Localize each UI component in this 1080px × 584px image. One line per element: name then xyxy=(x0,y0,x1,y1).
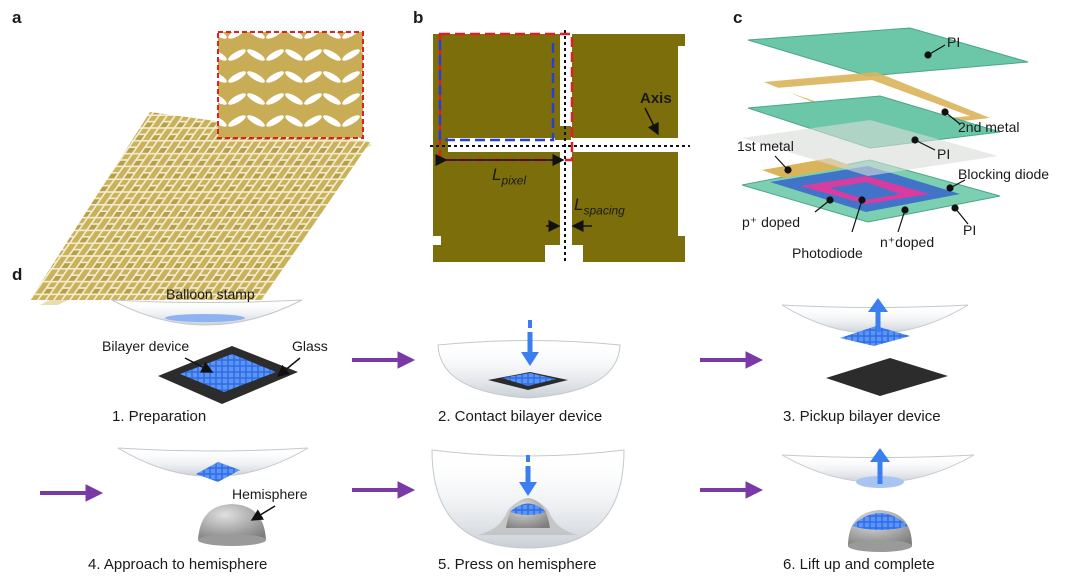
layer-label-n-doped: n⁺doped xyxy=(880,234,935,250)
panel-label-c: c xyxy=(733,8,743,27)
panel-c-leaders xyxy=(774,44,969,233)
panel-b-pixel-layout xyxy=(430,30,690,262)
hemisphere-label: Hemisphere xyxy=(232,486,308,502)
bilayer-device-label: Bilayer device xyxy=(102,338,190,354)
l-pixel-main: L xyxy=(492,165,502,184)
step2-scene xyxy=(437,320,621,399)
step-5-caption: 5. Press on hemisphere xyxy=(438,556,597,573)
l-pixel-sub: pixel xyxy=(501,173,527,188)
step4-scene xyxy=(117,447,309,546)
panel-label-b: b xyxy=(413,8,424,27)
l-spacing-label: Lspacing xyxy=(574,195,625,217)
layer-label-1st-metal: 1st metal xyxy=(737,138,794,154)
layer-label-2nd-metal: 2nd metal xyxy=(958,119,1020,135)
panel-a-mesh xyxy=(30,112,372,305)
l-pixel-label: Lpixel xyxy=(492,165,526,187)
step3-scene xyxy=(781,298,969,396)
step6-scene xyxy=(781,448,975,552)
layer-label-photodiode: Photodiode xyxy=(792,245,863,261)
layer-label-pi-top: PI xyxy=(947,34,961,50)
l-spacing-sub: spacing xyxy=(583,203,625,218)
panel-a-inset xyxy=(217,31,364,139)
layer-label-p-doped: p⁺ doped xyxy=(742,214,800,230)
step1-scene xyxy=(111,299,303,404)
step5-scene xyxy=(431,449,625,549)
panel-label-d: d xyxy=(12,265,23,284)
layer-label-pi-bottom: PI xyxy=(963,222,977,238)
layer-label-blocking-diode: Blocking diode xyxy=(958,166,1050,182)
step-2-caption: 2. Contact bilayer device xyxy=(438,408,603,425)
balloon-stamp-label: Balloon stamp xyxy=(166,286,255,302)
panel-c-exploded-layers xyxy=(741,27,1029,223)
step-1-caption: 1. Preparation xyxy=(112,408,207,425)
step-arrows xyxy=(40,351,764,502)
axis-label: Axis xyxy=(640,90,672,107)
glass-label: Glass xyxy=(292,338,328,354)
step-4-caption: 4. Approach to hemisphere xyxy=(88,556,268,573)
step-3-caption: 3. Pickup bilayer device xyxy=(783,408,941,425)
l-spacing-main: L xyxy=(574,195,584,214)
panel-label-a: a xyxy=(12,8,22,27)
step-6-caption: 6. Lift up and complete xyxy=(783,556,935,573)
layer-label-pi-middle: PI xyxy=(937,146,951,162)
